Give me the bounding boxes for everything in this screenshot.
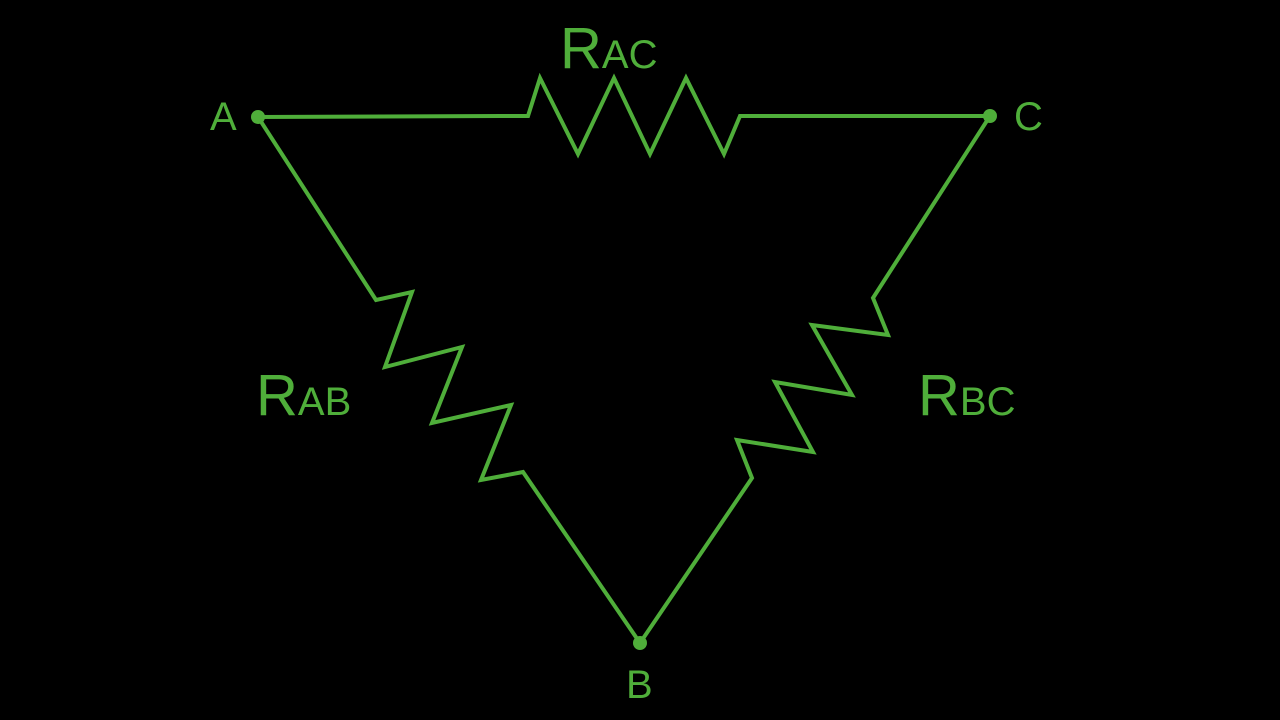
resistor-bc-symbol: R — [918, 363, 960, 428]
node-c-label: C — [1014, 95, 1043, 139]
resistor-ab-label: RAB — [256, 363, 351, 428]
resistor-ac-label: RAC — [560, 16, 657, 81]
resistor-ac-subscript: AC — [602, 33, 658, 77]
node-c-dot — [983, 109, 997, 123]
resistor-bc-path — [637, 113, 993, 646]
resistor-ac-path — [255, 72, 992, 159]
resistor-bc-subscript: BC — [960, 380, 1016, 424]
wire-segments — [255, 72, 993, 646]
resistor-ac-symbol: R — [560, 16, 602, 81]
node-b-dot — [633, 636, 647, 650]
node-a-label: A — [210, 95, 237, 139]
resistor-ab-symbol: R — [256, 363, 298, 428]
resistor-ab-subscript: AB — [298, 380, 351, 424]
node-a-dot — [251, 110, 265, 124]
resistor-bc-label: RBC — [918, 363, 1015, 428]
node-b-label: B — [626, 663, 653, 707]
resistor-ab-path — [255, 114, 643, 646]
